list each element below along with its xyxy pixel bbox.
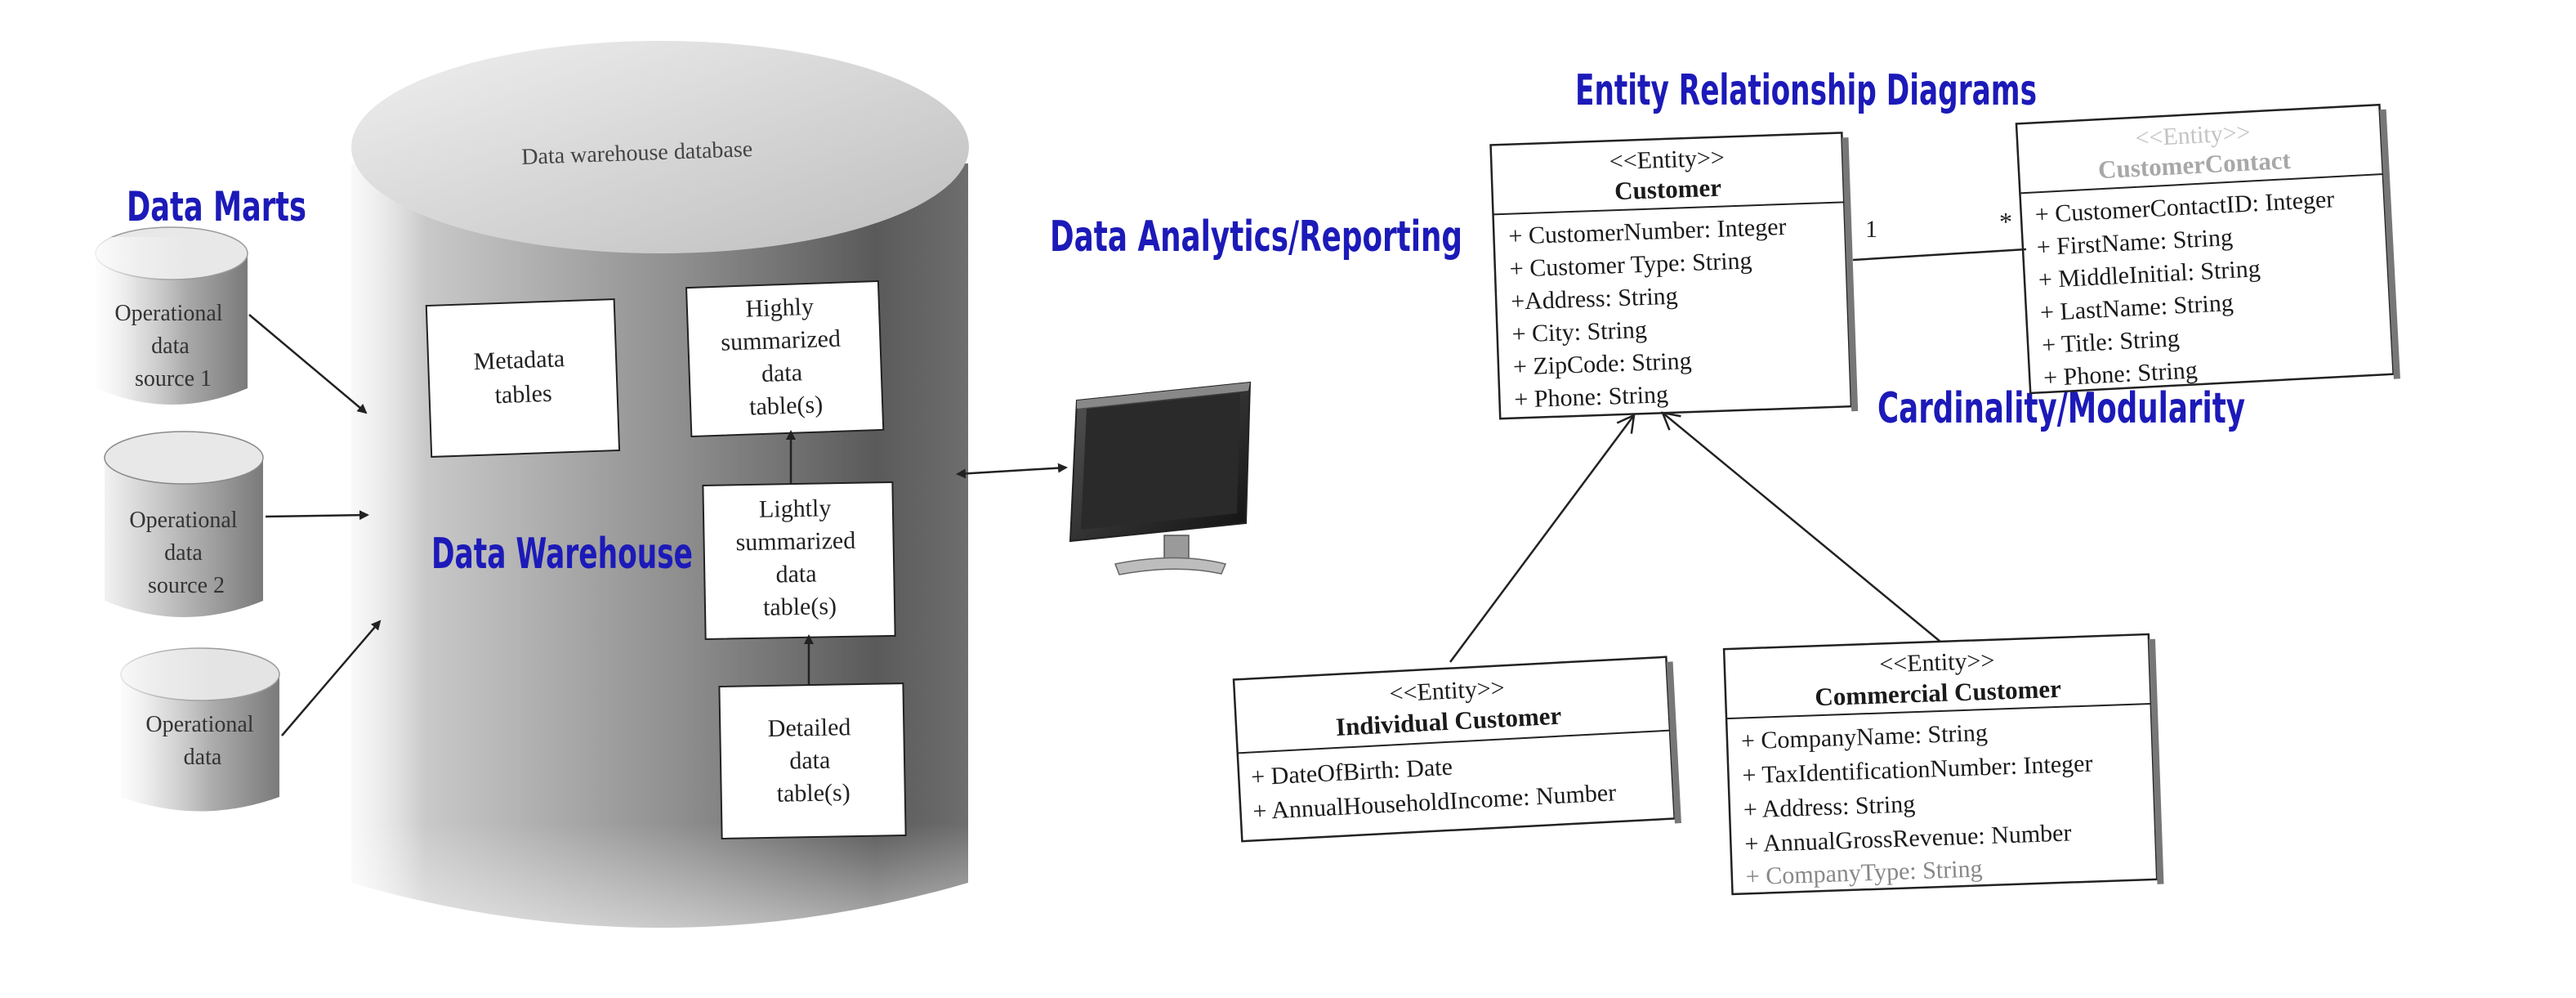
arrow-source1-to-warehouse [248, 314, 368, 414]
lightly-summarized-box: Lightly summarized data table(s) [702, 481, 896, 640]
metadata-line-1: Metadata [473, 345, 565, 375]
svg-text:Highly summarized: Highly summarized data table(s) [719, 292, 849, 421]
individual-stereotype: <<Entity>> [1389, 674, 1506, 707]
source-2-line-3: source 2 [148, 573, 225, 598]
source-2-line-1: Operational [129, 508, 237, 533]
arrow-source2-to-warehouse [265, 510, 369, 521]
arrow-source3-to-warehouse [281, 620, 382, 736]
multiplicity-many: * [1999, 207, 2012, 236]
lightly-line-3: data [775, 561, 817, 589]
commercial-attr-3: + Address: String [1743, 790, 1915, 823]
highly-line-4: table(s) [749, 391, 824, 420]
svg-text:Lightly summarized: Lightly summarized data table(s) [735, 495, 864, 622]
customer-attr-4: + City: String [1511, 316, 1647, 348]
entity-customer-contact: <<Entity>> CustomerContact + CustomerCon… [2015, 103, 2400, 395]
customer-attr-6: + Phone: String [1514, 381, 1669, 414]
title-erd: Entity Relationship Diagrams [1575, 66, 2037, 115]
lightly-line-2: summarized [735, 527, 855, 557]
title-data-marts: Data Marts [127, 183, 306, 230]
inheritance-individual-to-customer [1449, 413, 1636, 663]
source-3-line-1: Operational [145, 712, 253, 737]
multiplicity-one: 1 [1865, 216, 1877, 243]
svg-text:Metadata tables: Metadata tables [473, 345, 573, 409]
lightly-line-1: Lightly [759, 495, 832, 523]
source-1-line-1: Operational [114, 301, 222, 326]
source-1-line-2: data [151, 333, 190, 359]
customer-contact-stereotype: <<Entity>> [2135, 119, 2252, 151]
commercial-stereotype: <<Entity>> [1879, 647, 1995, 678]
source-cylinder-1: Operational data source 1 [90, 226, 248, 425]
detailed-line-2: data [789, 747, 831, 775]
detailed-line-1: Detailed [767, 714, 850, 742]
source-cylinder-2: Operational data source 2 [104, 431, 264, 617]
source-3-line-2: data [184, 745, 222, 770]
entity-commercial-customer: <<Entity>> Commercial Customer + Company… [1722, 633, 2164, 896]
source-2-line-2: data [164, 540, 203, 566]
source-cylinder-3: Operational data [106, 646, 280, 826]
highly-line-2: summarized [721, 325, 842, 356]
svg-text:Operational data s: Operational data source 2 [129, 508, 243, 598]
detailed-line-3: table(s) [776, 779, 850, 808]
detailed-box: Detailed data table(s) [718, 682, 907, 839]
lightly-line-4: table(s) [763, 593, 837, 621]
entity-individual-customer: <<Entity>> Individual Customer + DateOfB… [1232, 656, 1681, 843]
metadata-line-2: tables [494, 380, 552, 409]
highly-line-1: Highly [745, 293, 814, 323]
customer-attr-5: + ZipCode: String [1512, 347, 1692, 381]
customer-stereotype: <<Entity>> [1609, 144, 1725, 175]
monitor-icon [1069, 381, 1252, 575]
association-customer-contact [1852, 248, 2027, 262]
inheritance-commercial-to-customer [1660, 411, 1941, 642]
arrow-warehouse-monitor [956, 463, 1068, 479]
customer-attr-3: +Address: String [1511, 283, 1678, 316]
highly-summarized-box: Highly summarized data table(s) [685, 280, 885, 438]
metadata-box: Metadata tables [425, 298, 621, 458]
svg-text:Operational data s: Operational data source 1 [114, 301, 228, 392]
highly-line-3: data [761, 359, 802, 387]
title-data-analytics: Data Analytics/Reporting [1050, 213, 1462, 262]
title-data-warehouse: Data Warehouse [431, 530, 693, 579]
svg-text:Detailed data tabl: Detailed data table(s) [767, 714, 858, 808]
customer-name: Customer [1614, 173, 1722, 206]
entity-customer: <<Entity>> Customer + CustomerNumber: In… [1489, 132, 1859, 420]
svg-text:Operational data: Operational data [145, 712, 259, 770]
source-1-line-3: source 1 [135, 366, 212, 392]
